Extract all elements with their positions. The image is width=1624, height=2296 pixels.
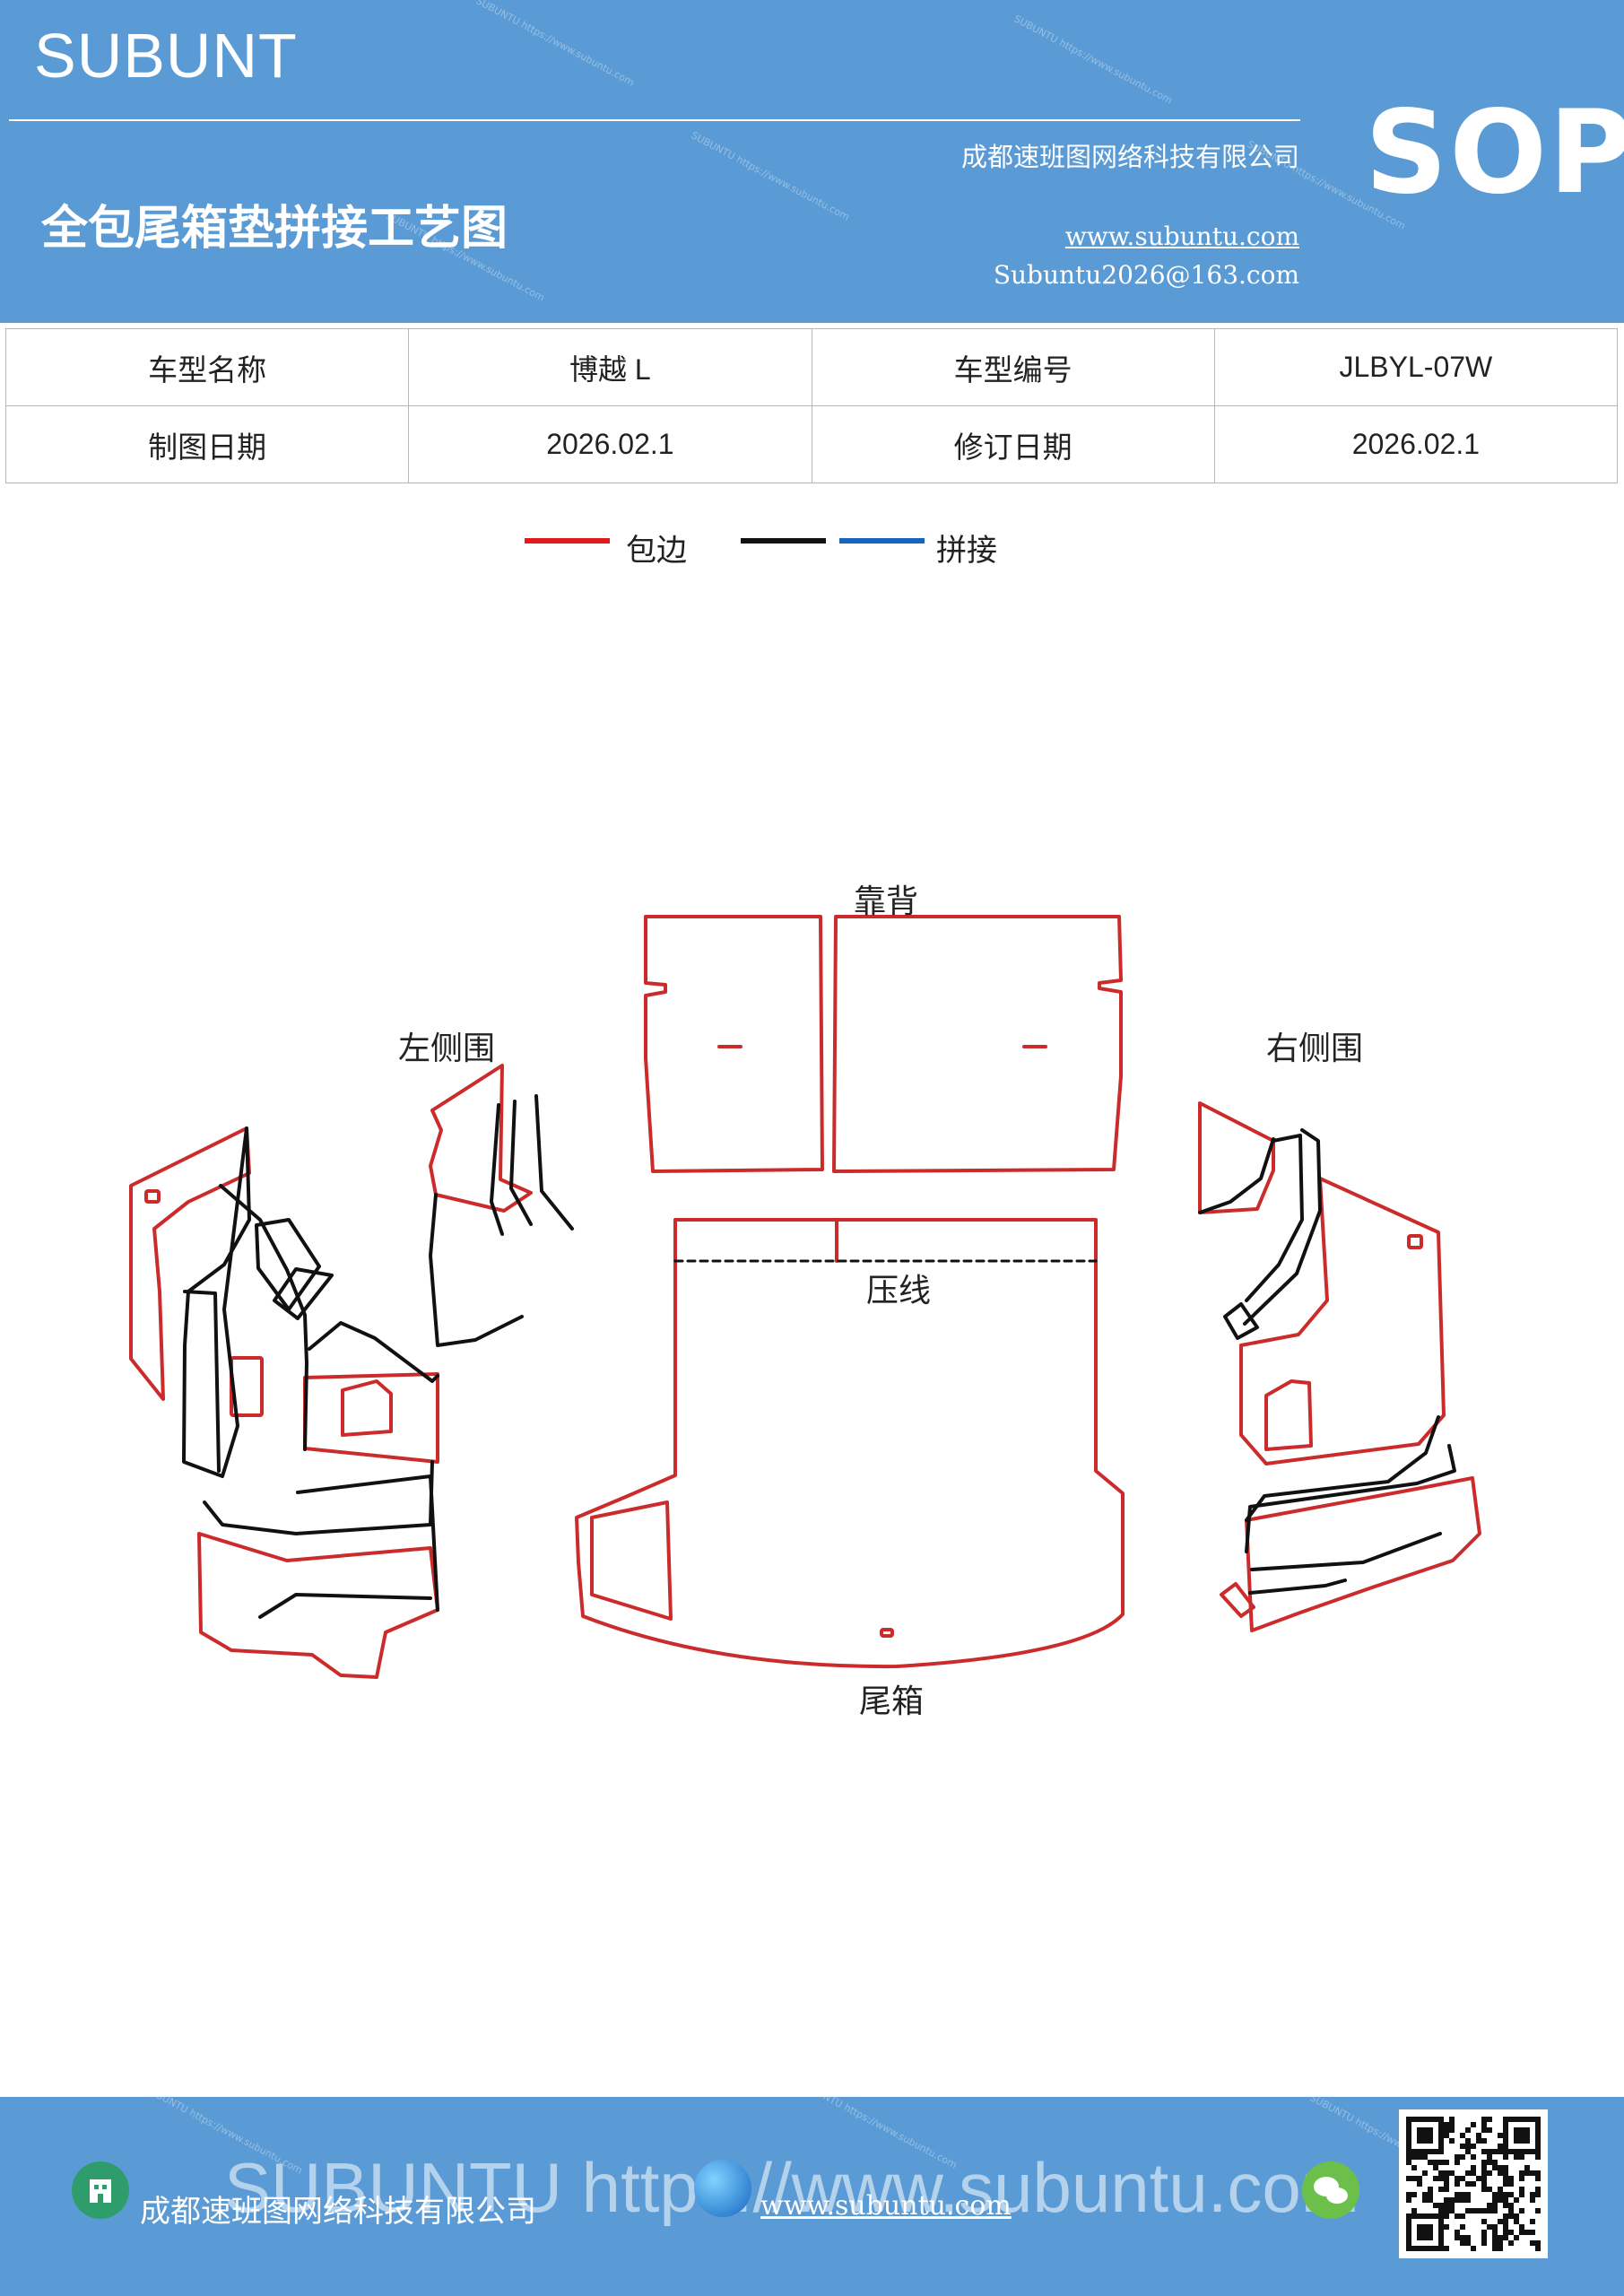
left-side-window: [341, 1379, 393, 1437]
footer-website-link[interactable]: www.subuntu.com: [760, 2190, 1012, 2222]
sop-badge: SOP: [1365, 86, 1624, 220]
header-banner: SUBUNTU https://www.subuntu.com SUBUNTU …: [0, 0, 1624, 323]
header-divider: [9, 119, 1300, 121]
left-seam: [308, 1321, 439, 1383]
brand-name: SUBUNT: [34, 21, 298, 91]
watermark-text: SUBUNTU https://www.subuntu.com: [689, 129, 852, 223]
table-cell-label: 修订日期: [811, 405, 1215, 483]
left-seam: [273, 1267, 334, 1320]
legend-edge-swatch: [525, 538, 610, 544]
trunk-floor-hole: [880, 1628, 894, 1638]
right-seam: [1250, 1532, 1442, 1571]
right-side-lower-piece: [1245, 1476, 1481, 1632]
table-cell-label: 车型编号: [811, 328, 1215, 406]
table-cell-value: 2026.02.1: [1213, 405, 1619, 483]
right-seam: [1223, 1302, 1259, 1340]
right-side-upper-piece: [1239, 1177, 1446, 1465]
footer-company-name: 成都速班图网络科技有限公司: [140, 2194, 536, 2230]
table-cell-value: JLBYL-07W: [1213, 328, 1619, 406]
table-cell-value: 博越 L: [408, 328, 812, 406]
left-side-upper-piece: [429, 1064, 533, 1213]
label-crease: 压线: [866, 1273, 932, 1309]
backrest-right-panel: [832, 915, 1123, 1173]
vehicle-info-table: 车型名称 博越 L 车型编号 JLBYL-07W 制图日期 2026.02.1 …: [4, 328, 1619, 483]
left-seam: [219, 1184, 308, 1451]
wechat-icon: [1302, 2161, 1359, 2219]
table-cell-label: 车型名称: [4, 328, 410, 406]
qr-code-icon: [1399, 2109, 1548, 2258]
right-seam: [1245, 1134, 1304, 1302]
watermark-text: SUBUNTU https://www.subuntu.com: [473, 0, 637, 89]
table-row: 制图日期 2026.02.1 修订日期 2026.02.1: [4, 405, 1619, 483]
left-seam: [255, 1218, 321, 1311]
email-address: Subuntu2026@163.com: [993, 260, 1299, 290]
left-side-hole: [144, 1189, 161, 1204]
right-side-outer: [1198, 1101, 1275, 1214]
left-seam: [183, 1290, 221, 1473]
page-title: 全包尾箱垫拼接工艺图: [41, 202, 508, 256]
website-link[interactable]: www.subuntu.com: [1064, 222, 1299, 251]
right-seam: [1245, 1444, 1456, 1553]
label-right-side: 右侧围: [1266, 1031, 1364, 1067]
globe-icon: [694, 2160, 751, 2217]
right-side-small-piece: [1220, 1582, 1255, 1618]
left-seam: [258, 1593, 432, 1619]
company-name: 成都速班图网络科技有限公司: [960, 142, 1299, 172]
right-side-window: [1264, 1379, 1313, 1451]
label-trunk: 尾箱: [859, 1683, 925, 1720]
left-side-lower-piece: [197, 1532, 439, 1679]
right-seam: [1198, 1137, 1275, 1214]
left-seam: [509, 1100, 533, 1226]
mat-pattern-drawing: [129, 915, 1481, 1679]
left-seam: [429, 1193, 524, 1347]
trunk-floor-panel: [575, 1218, 1125, 1669]
watermark-text: SUBUNTU https://www.subuntu.com: [1012, 13, 1175, 107]
footer-banner: SUBUNTU https://www.subuntu.com SUBUNTU …: [0, 2077, 1624, 2296]
table-row: 车型名称 博越 L 车型编号 JLBYL-07W: [4, 328, 1619, 406]
left-side-mid-piece: [303, 1372, 439, 1464]
legend-edge-label: 包边: [626, 533, 687, 569]
left-seam: [182, 1126, 251, 1478]
mat-diagram: 靠背 左侧围 右侧围 压线 尾箱: [0, 843, 1624, 1722]
left-seam: [534, 1094, 574, 1231]
table-cell-label: 制图日期: [4, 405, 410, 483]
table-cell-value: 2026.02.1: [408, 405, 812, 483]
left-seam: [296, 1474, 439, 1612]
backrest-left-panel: [644, 915, 824, 1173]
label-left-side: 左侧围: [398, 1031, 496, 1067]
legend-join-blue-swatch: [839, 538, 925, 544]
legend: 包边 拼接: [0, 526, 1624, 570]
building-icon: [72, 2161, 129, 2219]
footer-watermark: SUBUNTU https://www.subuntu.com: [224, 2148, 1359, 2227]
right-seam: [1243, 1128, 1322, 1326]
right-side-hole: [1407, 1234, 1423, 1249]
label-backrest: 靠背: [854, 883, 919, 920]
right-seam: [1248, 1578, 1347, 1595]
legend-join-label: 拼接: [936, 533, 997, 569]
left-seam: [490, 1103, 504, 1236]
trunk-floor-notch: [590, 1500, 673, 1621]
left-seam: [203, 1460, 434, 1535]
legend-join-black-swatch: [741, 538, 826, 544]
